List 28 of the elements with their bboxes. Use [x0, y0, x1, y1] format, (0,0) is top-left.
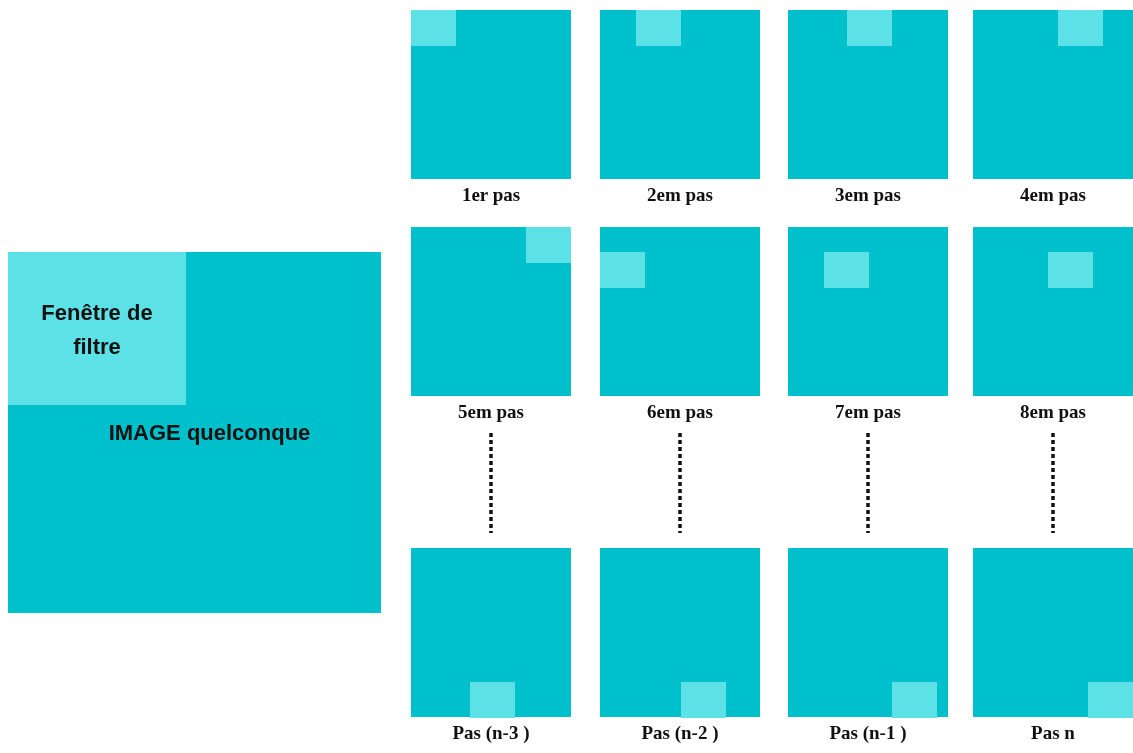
- step-label: 2em pas: [646, 183, 714, 207]
- step-label: Pas (n-1 ): [828, 721, 908, 745]
- filter-window: [847, 10, 892, 46]
- filter-window: [411, 10, 456, 46]
- step-label: Pas (n-3 ): [451, 721, 531, 745]
- step-label: 8em pas: [1019, 400, 1087, 424]
- filter-window: [470, 682, 515, 718]
- step-label: 6em pas: [646, 400, 714, 424]
- image-square: [8, 252, 381, 613]
- filter-window: [636, 10, 681, 46]
- filter-window: [1088, 682, 1133, 718]
- step-label: Pas (n-2 ): [640, 721, 720, 745]
- filter-label: Fenêtre de filtre: [40, 299, 154, 361]
- step-label: Pas n: [1030, 721, 1076, 745]
- filter-window: [526, 227, 571, 263]
- filter-window: [600, 252, 645, 288]
- filter-window: [681, 682, 726, 718]
- step-label: 4em pas: [1019, 183, 1087, 207]
- image-label: IMAGE quelconque: [107, 419, 312, 447]
- filter-window: [8, 252, 186, 405]
- filter-window: [1058, 10, 1103, 46]
- filter-window: [824, 252, 869, 288]
- step-label: 3em pas: [834, 183, 902, 207]
- step-label: 1er pas: [460, 183, 522, 207]
- filter-window: [1048, 252, 1093, 288]
- step-label: 5em pas: [457, 400, 525, 424]
- filter-window: [892, 682, 937, 718]
- step-label: 7em pas: [834, 400, 902, 424]
